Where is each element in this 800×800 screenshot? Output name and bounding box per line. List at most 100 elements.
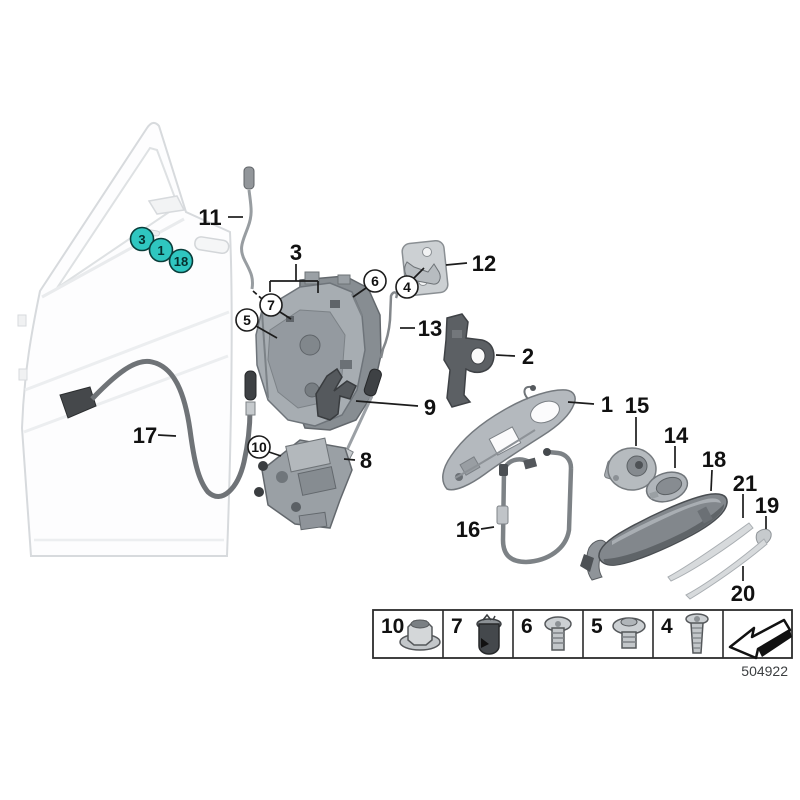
cable-end-cap — [499, 464, 508, 476]
lock-rod-part-11 — [240, 166, 263, 300]
door-edge-tab — [18, 368, 28, 381]
circled-callout-6: 6 — [363, 269, 387, 293]
panhead-torx-screw-icon — [544, 616, 572, 651]
cover-notch — [649, 490, 659, 500]
bracket-detail — [452, 330, 462, 338]
legend-num-4: 4 — [661, 615, 673, 638]
door-crease-lower — [23, 354, 229, 434]
badge-label-1: 1 — [157, 243, 164, 258]
legend-num-10: 10 — [381, 615, 404, 638]
trim-strip-part-20 — [685, 538, 768, 600]
cable-nipple — [543, 448, 551, 456]
rod-end-cap — [363, 368, 382, 397]
circled-label-7: 7 — [267, 297, 275, 313]
handle-cover-part-14 — [645, 471, 689, 503]
cable-end-cap — [244, 370, 257, 401]
part-label-12: 12 — [472, 251, 496, 276]
part-label-8: 8 — [360, 448, 372, 473]
fastener-legend-table: 10 7 6 5 4 — [372, 609, 793, 660]
circled-label-10: 10 — [251, 439, 267, 455]
circled-label-6: 6 — [371, 273, 379, 289]
rod-wire — [344, 395, 374, 453]
callout-lines — [157, 216, 767, 581]
cover-recess — [655, 476, 683, 496]
handle-body — [598, 493, 728, 566]
circled-label-4: 4 — [403, 279, 411, 295]
lock-edge-line — [351, 293, 363, 317]
actuator-knob — [258, 461, 268, 471]
door-handle-recess — [194, 236, 230, 255]
highlight-badge-3[interactable]: 3 — [129, 226, 155, 252]
bowden-cable-part-17 — [59, 358, 257, 499]
carrier-detail — [459, 456, 481, 476]
door-edge-tab — [17, 314, 27, 327]
circled-label-5: 5 — [243, 312, 251, 328]
outer-door-handle-part-18 — [580, 493, 728, 581]
actuator-knob — [254, 487, 264, 497]
part-label-9: 9 — [424, 395, 436, 420]
badge-label-18: 18 — [174, 254, 188, 269]
countersunk-screw-icon — [685, 613, 709, 654]
rod-wire — [240, 189, 254, 290]
bracket-body — [315, 367, 357, 421]
diagram-code: 504922 — [741, 663, 788, 679]
cable-adjuster — [496, 505, 509, 525]
support-bracket-part-9 — [315, 367, 357, 421]
part-label-14: 14 — [664, 423, 689, 448]
cable-sleeve — [90, 358, 253, 499]
legend-num-7: 7 — [451, 615, 463, 638]
actuator-pin — [276, 471, 288, 483]
lock-top-tab — [337, 274, 351, 285]
washer-head-screw-icon — [612, 617, 646, 649]
rod-wire — [379, 291, 399, 359]
direction-of-travel-arrow-icon — [728, 618, 792, 660]
rod-end-cap — [243, 166, 255, 190]
expansion-rivet-icon — [476, 613, 502, 655]
lock-cam — [299, 334, 321, 356]
actuator-foot — [298, 511, 328, 531]
lock-rod-part-13 — [379, 291, 399, 359]
highlight-badge-1[interactable]: 1 — [148, 237, 174, 263]
legend-num-5: 5 — [591, 615, 603, 638]
carrier-wire — [523, 385, 532, 400]
legend-dividers — [442, 610, 724, 658]
lock-detail — [340, 360, 352, 369]
bracket-body — [443, 313, 495, 408]
housing-hole — [613, 475, 619, 481]
part-label-16: 16 — [456, 517, 480, 542]
part-label-19: 19 — [755, 493, 779, 518]
lock-detail — [330, 300, 340, 308]
cable-clip — [523, 457, 538, 470]
part-label-3: 3 — [290, 240, 302, 265]
handle-slot — [697, 506, 713, 524]
cable-ferrule — [245, 401, 256, 416]
carrier-hole — [530, 400, 560, 424]
leader-line-11 — [252, 290, 263, 300]
part-label-1: 1 — [601, 392, 613, 417]
door-body — [20, 122, 233, 557]
circled-callout-10: 10 — [247, 435, 271, 459]
cable-connector — [59, 386, 97, 419]
legend-num-6: 6 — [521, 615, 533, 638]
lock-top-tab — [304, 271, 320, 285]
badge-label-3: 3 — [138, 232, 145, 247]
part-label-11: 11 — [198, 205, 221, 230]
part-label-15: 15 — [625, 393, 649, 418]
highlight-badge-18[interactable]: 18 — [168, 248, 194, 274]
handle-carrier-part-1 — [442, 385, 576, 491]
part-label-2: 2 — [522, 344, 534, 369]
door-crease-upper — [24, 310, 230, 392]
lock-actuator-part-10 — [254, 437, 353, 531]
cable-sleeve — [500, 457, 574, 565]
bowden-cable-part-16 — [496, 448, 574, 565]
lock-edge-line — [261, 311, 269, 399]
carrier-wire-end — [530, 385, 536, 391]
part-label-13: 13 — [418, 316, 442, 341]
actuator-detail — [297, 466, 337, 496]
flange-nut-icon — [399, 619, 441, 651]
part-label-18: 18 — [702, 447, 726, 472]
keyway — [635, 461, 643, 469]
mirror-base-triangle — [147, 195, 186, 215]
cable-hook — [547, 449, 574, 469]
